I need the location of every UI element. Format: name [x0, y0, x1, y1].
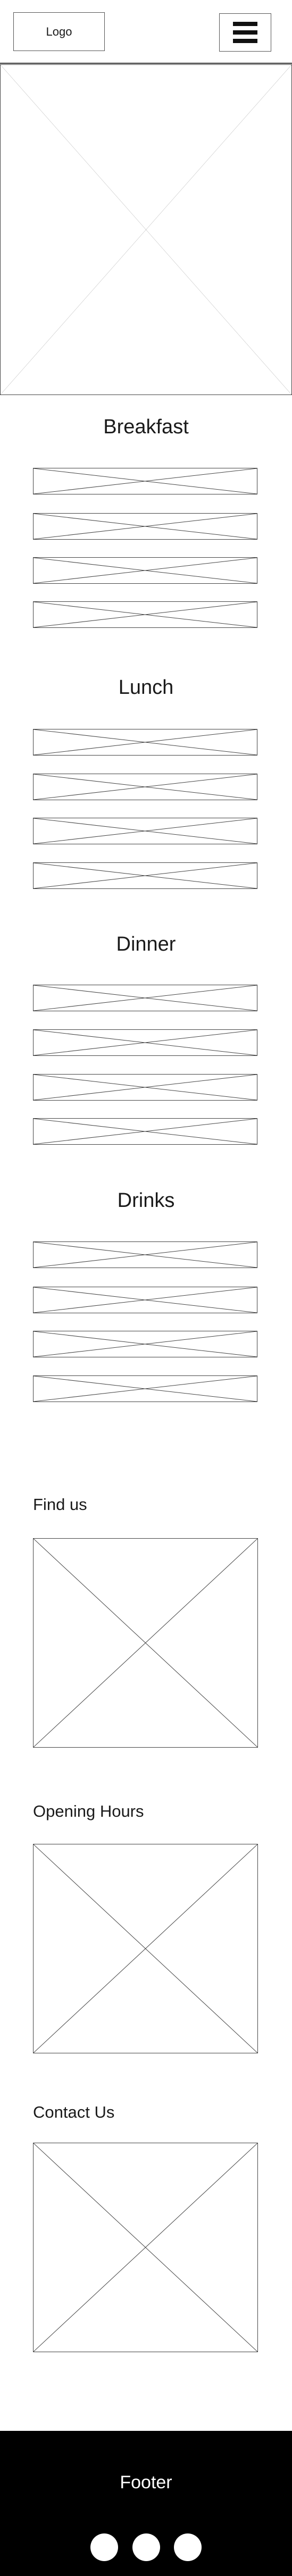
- hero-image-placeholder: [0, 64, 292, 395]
- dinner-heading: Dinner: [116, 933, 176, 955]
- footer-label: Footer: [120, 2472, 172, 2493]
- contact-us-heading: Contact Us: [33, 2103, 115, 2121]
- dinner-item[interactable]: [33, 985, 257, 1011]
- breakfast-item[interactable]: [33, 557, 257, 584]
- find-us-heading: Find us: [33, 1495, 87, 1514]
- drinks-item[interactable]: [33, 1287, 257, 1313]
- lunch-heading: Lunch: [118, 676, 174, 699]
- breakfast-item[interactable]: [33, 513, 257, 540]
- social-icon[interactable]: [90, 2533, 118, 2561]
- drinks-item[interactable]: [33, 1375, 257, 1402]
- drinks-item[interactable]: [33, 1331, 257, 1357]
- lunch-item[interactable]: [33, 862, 257, 889]
- lunch-item[interactable]: [33, 729, 257, 756]
- site-footer: Footer: [0, 2431, 292, 2576]
- contact-placeholder: [33, 2143, 258, 2352]
- social-icon[interactable]: [174, 2533, 202, 2561]
- breakfast-item[interactable]: [33, 468, 257, 494]
- drinks-heading: Drinks: [117, 1189, 175, 1212]
- opening-hours-heading: Opening Hours: [33, 1802, 144, 1820]
- lunch-item[interactable]: [33, 774, 257, 800]
- map-placeholder: [33, 1538, 258, 1748]
- logo[interactable]: Logo: [13, 12, 105, 51]
- breakfast-item[interactable]: [33, 601, 257, 628]
- breakfast-heading: Breakfast: [103, 416, 189, 438]
- logo-label: Logo: [46, 24, 72, 38]
- dinner-item[interactable]: [33, 1029, 257, 1056]
- dinner-item[interactable]: [33, 1118, 257, 1145]
- site-header: Logo: [0, 0, 292, 64]
- opening-hours-placeholder: [33, 1844, 258, 2053]
- dinner-item[interactable]: [33, 1074, 257, 1101]
- lunch-item[interactable]: [33, 818, 257, 844]
- hamburger-menu-icon: [233, 22, 257, 43]
- menu-button[interactable]: [219, 13, 271, 52]
- social-icon[interactable]: [132, 2533, 160, 2561]
- drinks-item[interactable]: [33, 1241, 257, 1268]
